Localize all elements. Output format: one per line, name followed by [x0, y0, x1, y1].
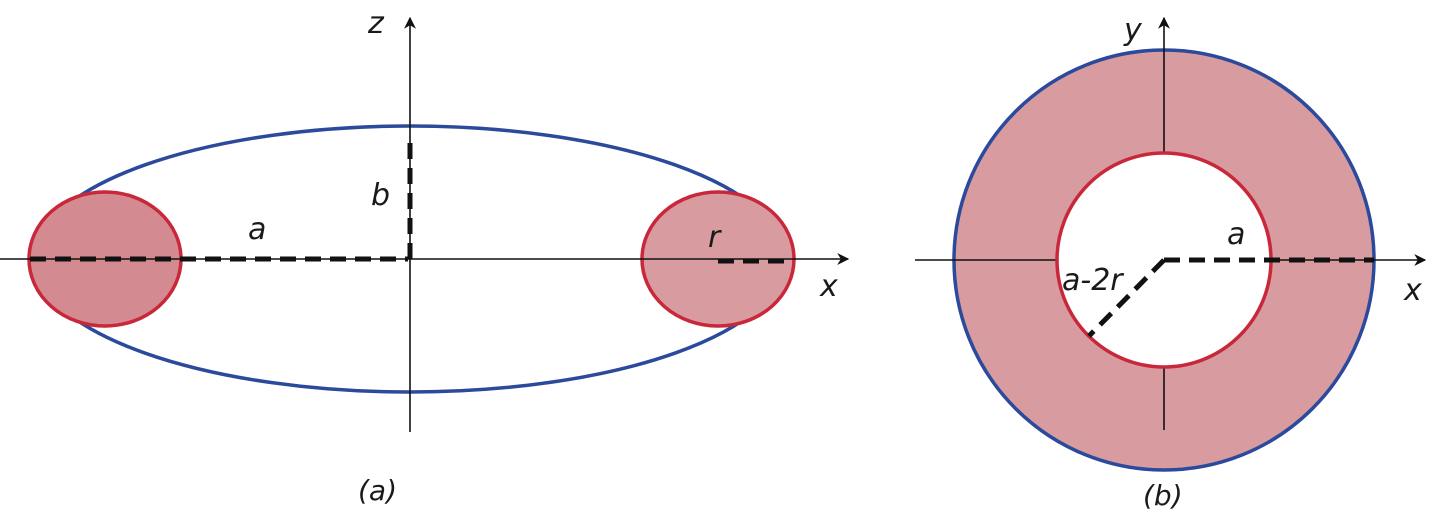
outer-radius-label: a [1227, 217, 1245, 252]
y-axis-label: y [1123, 13, 1143, 48]
x-axis-label-b: x [1403, 273, 1422, 308]
panel-a-caption: (a) [358, 474, 397, 507]
semi-minor-label: b [371, 178, 390, 213]
panel-b: x y a a-2r (b) [915, 13, 1427, 512]
inner-radius-label: a-2r [1062, 263, 1124, 298]
z-axis-label: z [367, 6, 385, 41]
tube-radius-label: r [708, 220, 722, 255]
x-axis-label-a: x [819, 269, 838, 304]
panel-a: x z b a r (a) [0, 6, 850, 507]
semi-major-label: a [248, 212, 266, 247]
panel-b-caption: (b) [1143, 479, 1183, 512]
inner-radius-dashed-line [1087, 258, 1166, 338]
